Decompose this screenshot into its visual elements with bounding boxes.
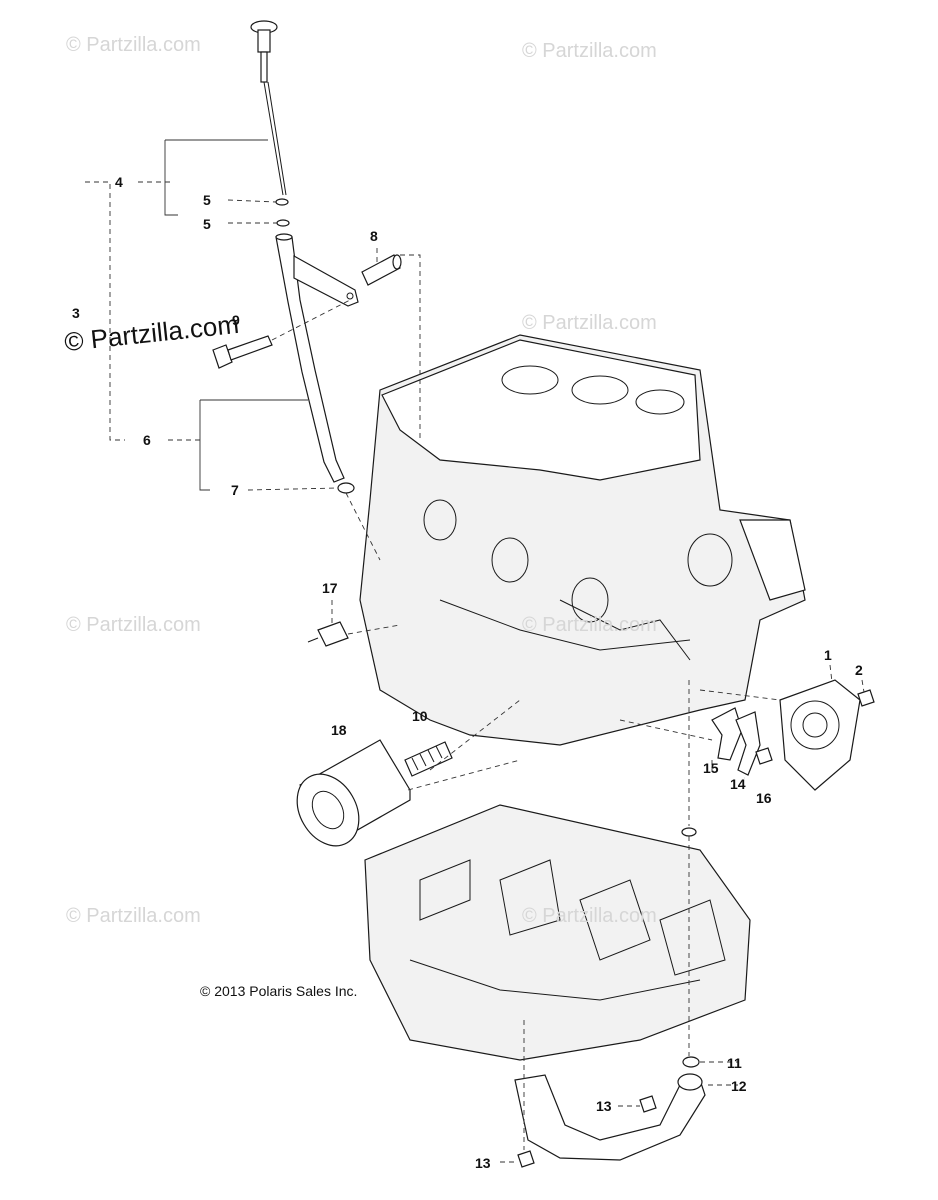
callout-17: 17 (322, 580, 338, 596)
pickup-bolt-upper (639, 1095, 657, 1113)
bolt (212, 335, 273, 369)
callout-5: 5 (203, 192, 211, 208)
callout-14: 14 (730, 776, 746, 792)
watermark: © Partzilla.com (66, 34, 201, 56)
cover-plate (735, 711, 761, 776)
callout-4: 4 (115, 174, 123, 190)
oil-pressure-sensor (307, 621, 349, 647)
callout-1: 1 (824, 647, 832, 663)
gasket (711, 707, 743, 761)
oil-filter (296, 739, 411, 847)
callout-11: 11 (727, 1055, 742, 1071)
watermark: © Partzilla.com (522, 905, 657, 927)
callout-13: 13 (475, 1155, 491, 1171)
callout-6: 6 (143, 432, 151, 448)
tube-o-ring (337, 482, 355, 494)
callout-13: 13 (596, 1098, 612, 1114)
callout-8: 8 (370, 228, 378, 244)
callout-18: 18 (331, 722, 347, 738)
pump-bolt (857, 689, 875, 707)
engine-block (359, 334, 806, 746)
callout-5: 5 (203, 216, 211, 232)
oil-pickup-tube (514, 1073, 706, 1161)
dipstick (250, 20, 287, 196)
callout-7: 7 (231, 482, 239, 498)
copyright-notice: © 2013 Polaris Sales Inc. (200, 983, 358, 999)
callout-16: 16 (756, 790, 772, 806)
watermark: © Partzilla.com (66, 614, 201, 636)
leader-lines (85, 139, 865, 1163)
callout-2: 2 (855, 662, 863, 678)
watermark: © Partzilla.com (522, 614, 657, 636)
watermark: © Partzilla.com (522, 312, 657, 334)
callout-3: 3 (72, 305, 80, 321)
cover-bolt (755, 747, 773, 765)
oil-pan (364, 804, 751, 1061)
callout-9: 9 (232, 312, 240, 328)
o-rings (275, 198, 290, 227)
watermark: © Partzilla.com (66, 905, 201, 927)
relief-spring (404, 741, 453, 777)
pump-o-ring (681, 827, 697, 837)
callout-10: 10 (412, 708, 428, 724)
pickup-bolt-lower (517, 1150, 535, 1168)
sleeve (361, 254, 402, 286)
pickup-o-ring (682, 1056, 700, 1068)
dipstick-tube (275, 233, 359, 483)
watermark: © Partzilla.com (522, 40, 657, 62)
callout-15: 15 (703, 760, 719, 776)
callout-12: 12 (731, 1078, 747, 1094)
oil-pump (779, 679, 861, 791)
